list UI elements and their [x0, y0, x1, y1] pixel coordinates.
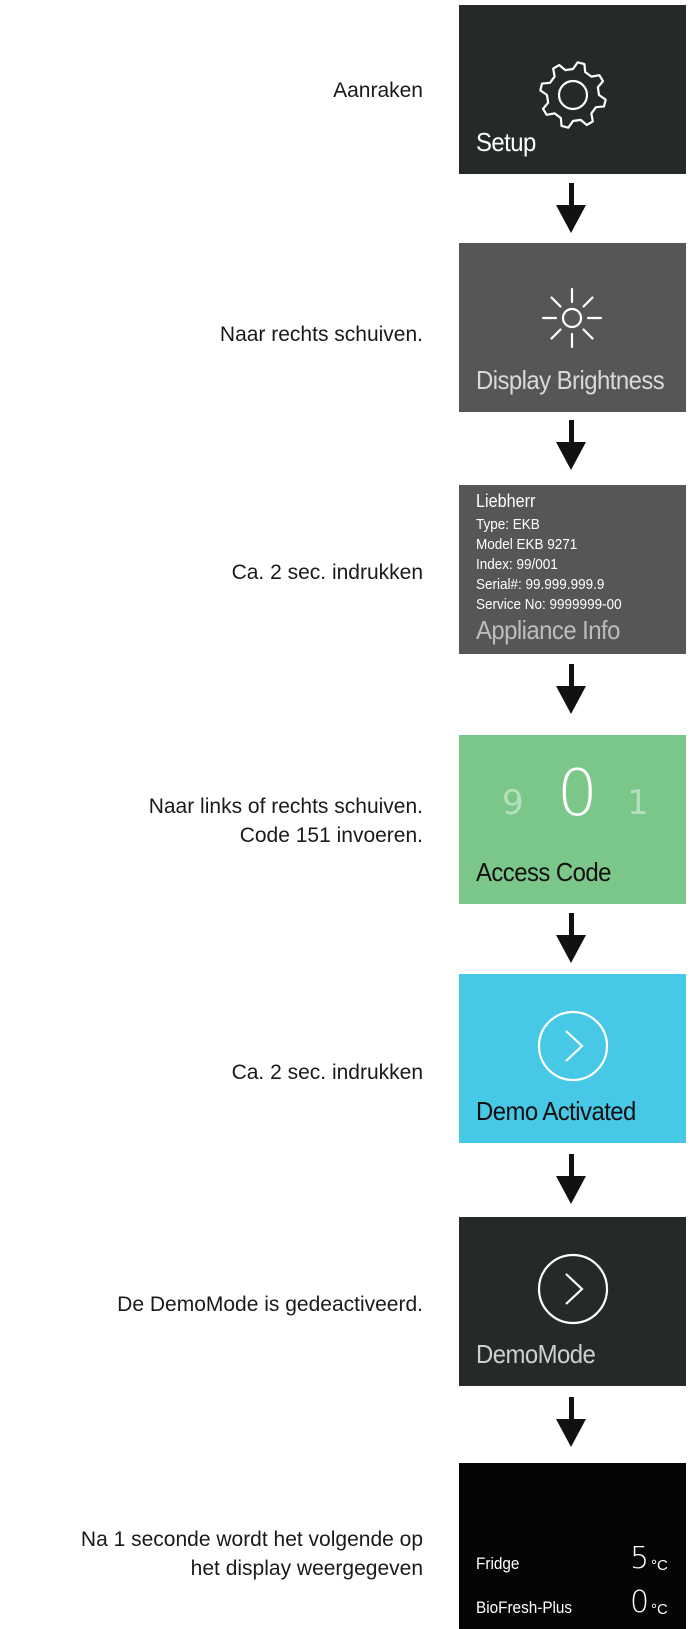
instruction-step-5: Ca. 2 sec. indrukken: [0, 1058, 423, 1087]
setup-label: Setup: [476, 127, 536, 157]
instruction-text: De DemoMode is gedeactiveerd.: [117, 1293, 423, 1316]
arrow-down-icon: [556, 664, 586, 716]
biofresh-unit: °C: [651, 1601, 668, 1618]
appliance-info-panel[interactable]: Liebherr Type: EKB Model EKB 9271 Index:…: [459, 485, 686, 654]
instruction-step-1: Aanraken: [0, 76, 423, 105]
instruction-text-line-2: het display weergegeven: [190, 1557, 423, 1580]
circle-chevron-right-icon: [537, 1253, 609, 1325]
instruction-step-6: De DemoMode is gedeactiveerd.: [0, 1290, 423, 1319]
instruction-text: Ca. 2 sec. indrukken: [231, 561, 423, 584]
arrow-down-icon: [556, 1154, 586, 1206]
demomode-panel[interactable]: DemoMode: [459, 1217, 686, 1386]
fridge-temperature: 5: [630, 1541, 650, 1576]
arrow-down-icon: [556, 1397, 586, 1449]
demomode-label: DemoMode: [476, 1339, 596, 1369]
demo-activated-panel[interactable]: Demo Activated: [459, 974, 686, 1143]
setup-panel[interactable]: Setup: [459, 5, 686, 174]
appliance-brand: Liebherr: [476, 491, 536, 511]
temperature-display-panel[interactable]: Fridge 5 °C BioFresh-Plus 0 °C: [459, 1463, 686, 1629]
instruction-text-line-1: Naar links of rechts schuiven.: [148, 795, 423, 818]
access-code-digit-current[interactable]: 0: [557, 757, 598, 831]
access-code-digit-next[interactable]: 1: [627, 783, 649, 823]
appliance-serial: Serial#: 99.999.999.9: [476, 576, 605, 593]
appliance-service-no: Service No: 9999999-00: [476, 596, 622, 613]
biofresh-label: BioFresh-Plus: [476, 1598, 573, 1617]
instruction-text-line-1: Na 1 seconde wordt het volgende op: [80, 1528, 423, 1551]
instruction-step-4: Naar links of rechts schuiven. Code 151 …: [0, 792, 423, 850]
access-code-panel[interactable]: 9 0 1 Access Code: [459, 735, 686, 904]
instruction-text-line-2: Code 151 invoeren.: [239, 824, 423, 847]
instruction-text: Ca. 2 sec. indrukken: [231, 1061, 423, 1084]
display-brightness-label: Display Brightness: [476, 365, 665, 395]
arrow-down-icon: [556, 183, 586, 235]
instruction-step-7: Na 1 seconde wordt het volgende op het d…: [0, 1525, 423, 1583]
access-code-label: Access Code: [476, 857, 611, 887]
arrow-down-icon: [556, 913, 586, 965]
biofresh-temperature: 0: [630, 1585, 650, 1620]
instruction-step-2: Naar rechts schuiven.: [0, 320, 423, 349]
appliance-model: Model EKB 9271: [476, 536, 578, 553]
fridge-label: Fridge: [476, 1554, 520, 1573]
sun-icon: [541, 287, 603, 349]
gear-icon: [539, 61, 607, 129]
instruction-text: Aanraken: [333, 79, 423, 102]
arrow-down-icon: [556, 420, 586, 472]
fridge-unit: °C: [651, 1557, 668, 1574]
display-brightness-panel[interactable]: Display Brightness: [459, 243, 686, 412]
instruction-step-3: Ca. 2 sec. indrukken: [0, 558, 423, 587]
access-code-digit-prev[interactable]: 9: [502, 783, 524, 823]
instruction-text: Naar rechts schuiven.: [219, 323, 423, 346]
appliance-info-label: Appliance Info: [476, 615, 620, 645]
appliance-type: Type: EKB: [476, 516, 540, 533]
circle-chevron-right-icon: [537, 1010, 609, 1082]
demo-activated-label: Demo Activated: [476, 1096, 636, 1126]
appliance-index: Index: 99/001: [476, 556, 558, 573]
